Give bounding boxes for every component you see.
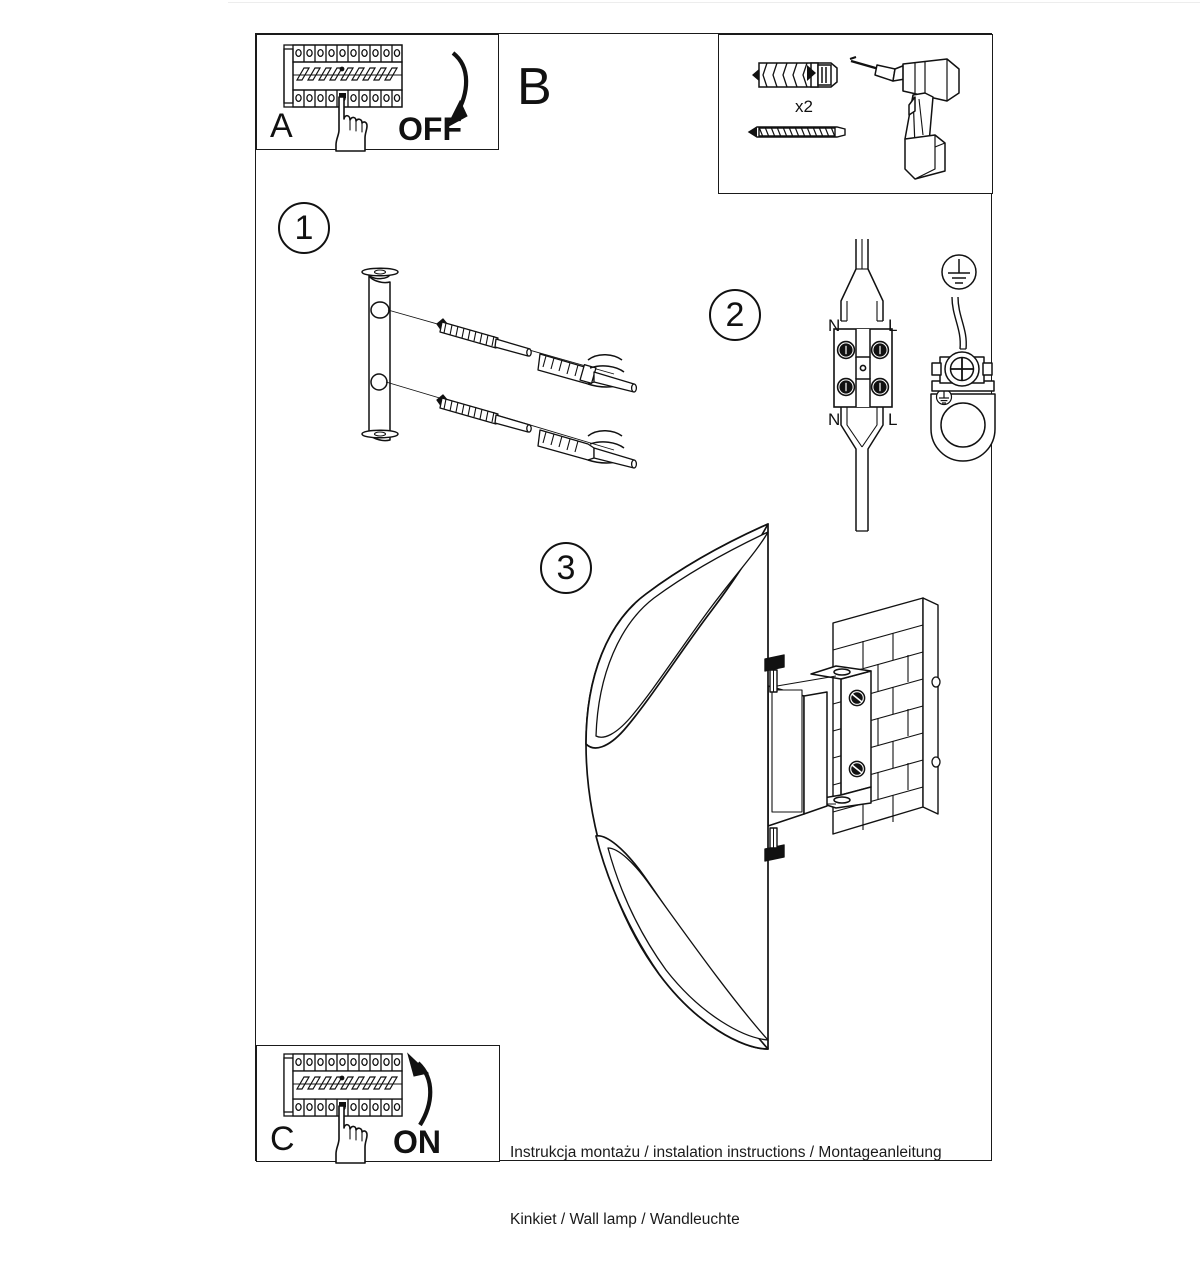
terminal-label-n-top: N [828, 316, 841, 335]
instruction-sheet-page: A OFF B [228, 2, 1200, 1229]
breaker-panel-off-illustration [283, 44, 469, 152]
terminal-label-l-top: L [888, 316, 898, 335]
sheet-caption: Instrukcja montażu / instalation instruc… [510, 1097, 942, 1277]
terminal-label-l-bottom: L [888, 410, 898, 429]
step-3-number: 3 [540, 542, 592, 594]
step-2-number: 2 [709, 289, 761, 341]
step-3-illustration [546, 504, 986, 1084]
wood-screw-icon [747, 126, 846, 138]
wall-plug-anchor-icon [752, 62, 838, 88]
step-1-illustration [326, 242, 646, 482]
earth-ground-symbol-icon [941, 254, 977, 290]
tools-box: x2 [718, 34, 993, 194]
earth-screw-terminal-icon [930, 351, 996, 462]
wall-lamp-body [585, 523, 769, 1050]
step-2-illustration: N L N L [776, 239, 1006, 539]
panel-a-letter: A [270, 107, 293, 145]
panel-c-box: C ON [256, 1045, 500, 1164]
panel-c-letter: C [270, 1120, 295, 1158]
panel-a-box: A OFF [256, 34, 499, 152]
terminal-block-icon [833, 328, 893, 408]
arrow-down-curved-icon [445, 51, 469, 129]
tools-quantity-label: x2 [795, 97, 813, 116]
panel-c-action-label: ON [393, 1124, 441, 1160]
breaker-panel-on-illustration [283, 1052, 433, 1164]
caption-line-2: Kinkiet / Wall lamp / Wandleuchte [510, 1211, 740, 1229]
step-1-number: 1 [278, 202, 330, 254]
terminal-label-n-bottom: N [828, 410, 841, 429]
arrow-up-curved-icon [407, 1052, 433, 1127]
caption-line-1: Instrukcja montażu / instalation instruc… [510, 1143, 942, 1161]
main-content-frame: A OFF B [255, 33, 996, 1228]
panel-b-letter: B [517, 58, 552, 116]
lamp-fixing-screws [764, 654, 785, 862]
power-drill-icon [849, 56, 960, 180]
tools-illustration [747, 56, 960, 180]
lamp-back-plate [767, 685, 828, 827]
panel-a-action-label: OFF [398, 111, 462, 147]
